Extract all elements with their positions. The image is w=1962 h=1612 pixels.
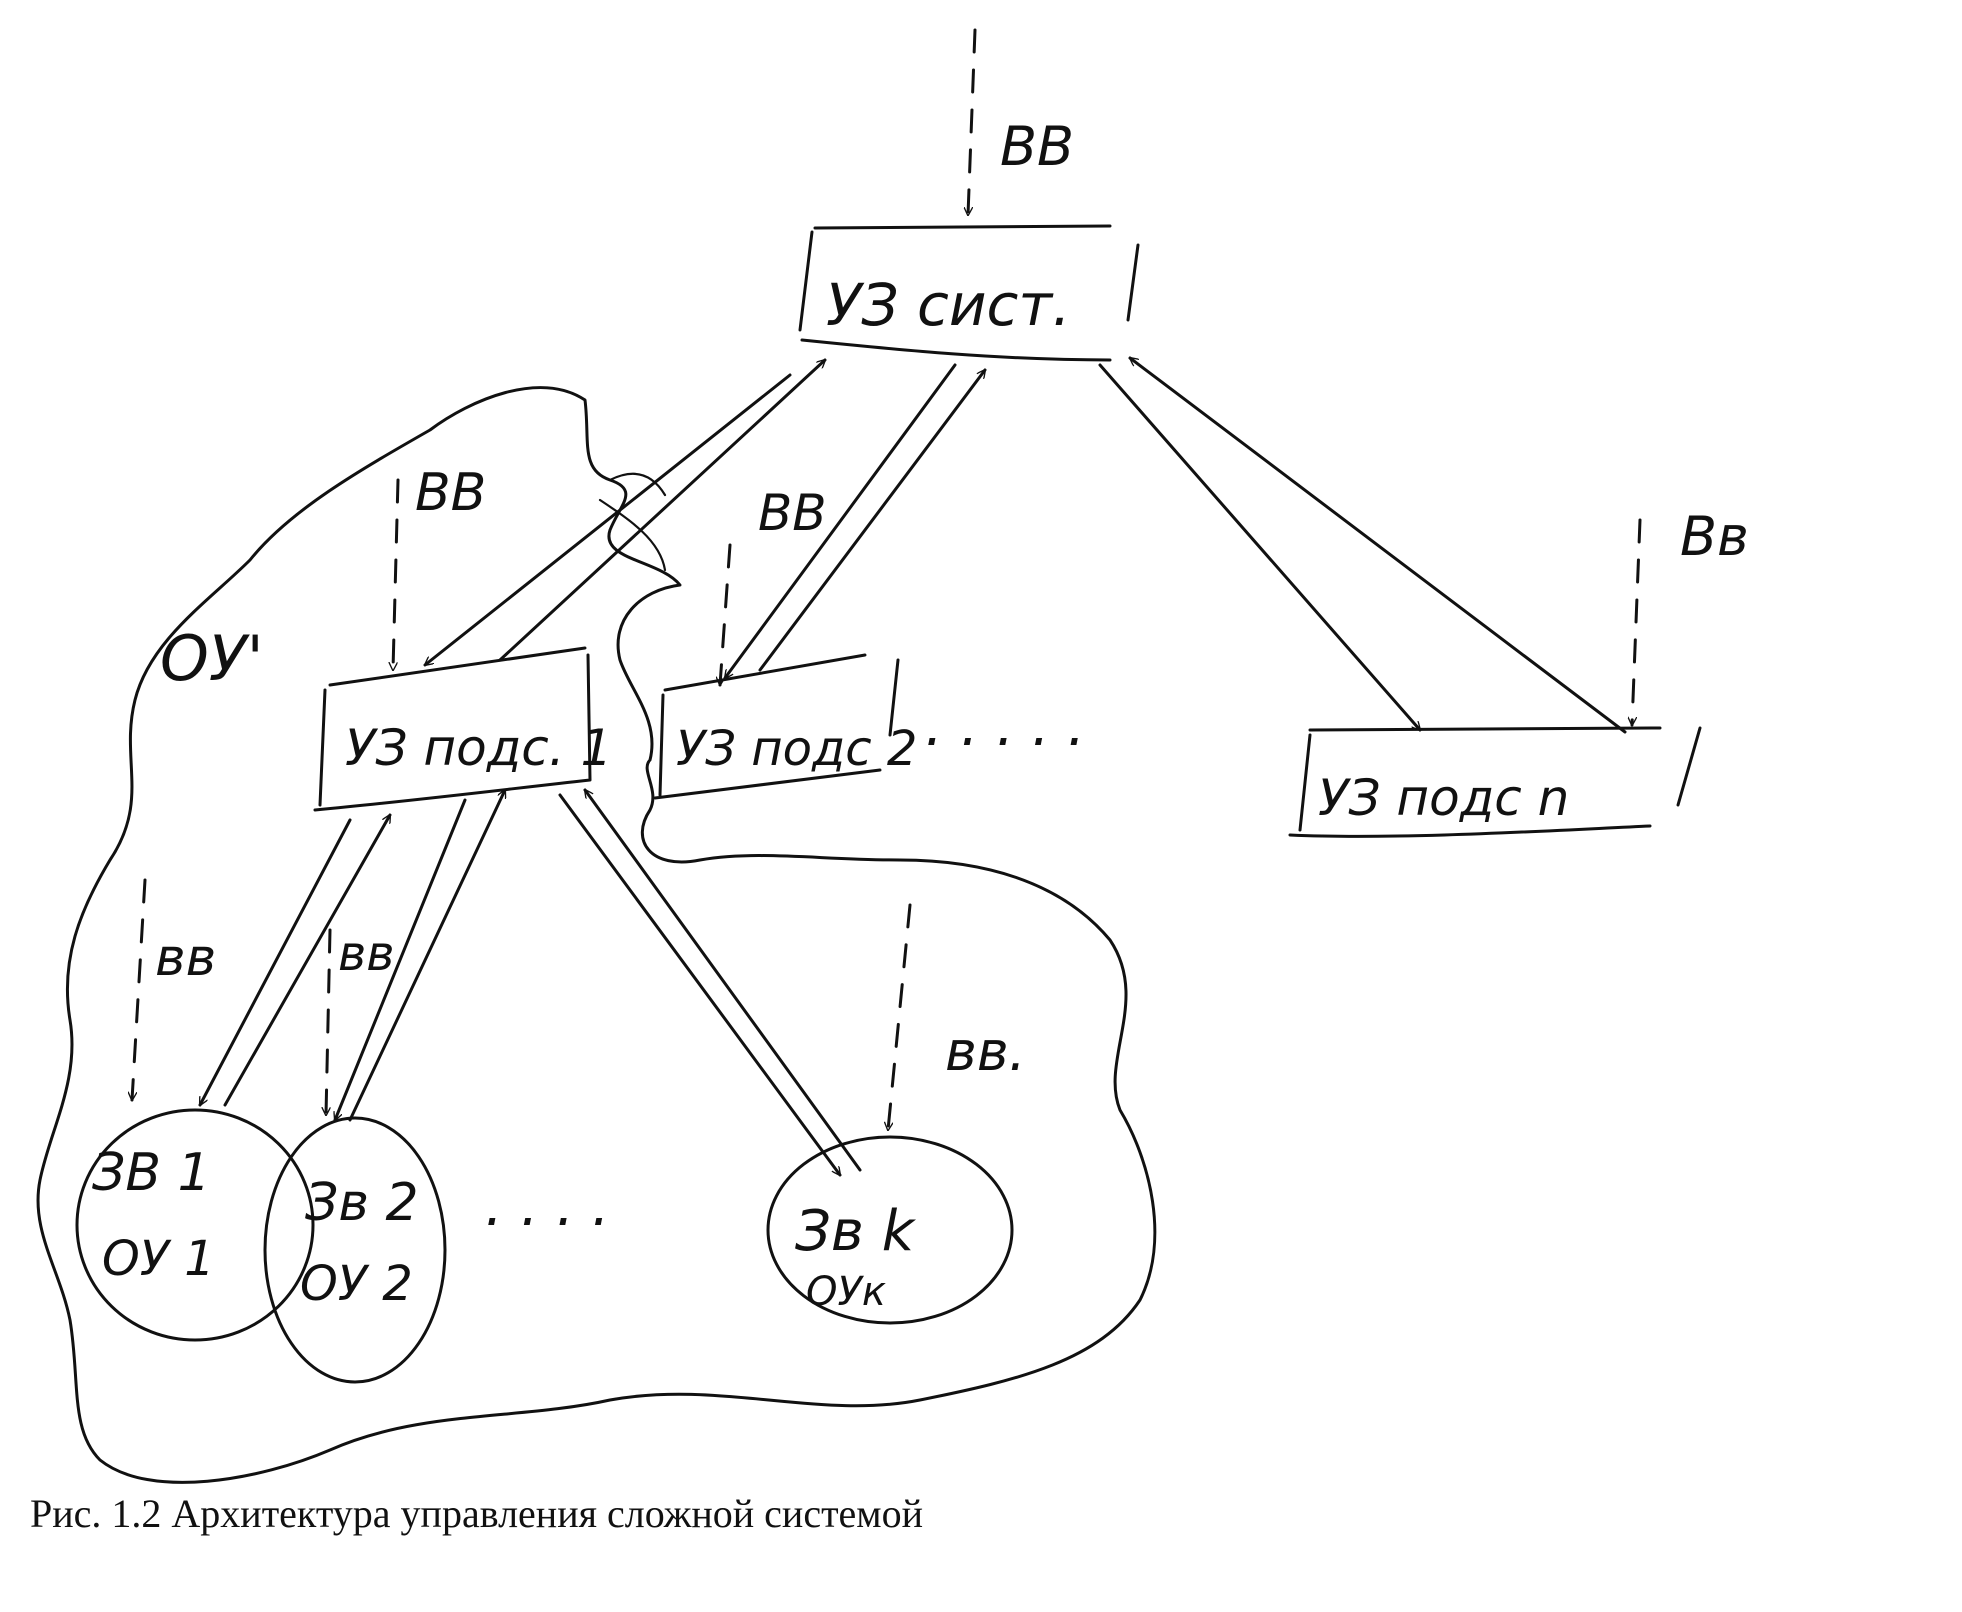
link-element2-to-sub1 <box>348 790 507 1122</box>
element-1-bottom-label: ОУ 1 <box>102 1231 215 1287</box>
link-subn-to-system <box>1130 356 1627 734</box>
subsystem-ellipsis: . . . . . <box>925 694 1085 759</box>
system-input-arrow <box>968 28 977 217</box>
subsystem-2-input-arrow <box>720 543 732 687</box>
link-system-to-sub1 <box>425 373 792 667</box>
subsystem-2-box[interactable] <box>653 653 900 800</box>
subsystem-1-label: УЗ подс. 1 <box>345 719 612 777</box>
element-1-top-label: ЗВ 1 <box>92 1143 211 1203</box>
subsystem-n-input-label: Вв <box>1680 505 1749 568</box>
link-sub2-to-system <box>758 370 987 672</box>
link-sub1-to-system <box>498 360 825 662</box>
element-2-input-label: вв <box>338 926 395 982</box>
subsystem-n-box[interactable] <box>1288 726 1702 838</box>
link-sub1-to-element1 <box>198 818 352 1105</box>
system-input-label: ВВ <box>1000 115 1074 178</box>
subsystem-2-input-label: ВВ <box>758 484 827 542</box>
link-sub1-to-element2 <box>335 798 467 1120</box>
element-1-input-label: вв <box>155 928 216 988</box>
subsystem-1-input-label: ВВ <box>415 463 486 523</box>
element-1-circle[interactable] <box>75 1108 315 1342</box>
subsystem-n-label: УЗ подс n <box>1318 769 1569 827</box>
element-k-input-arrow <box>888 903 912 1132</box>
element-k-input-label: вв. <box>945 1020 1026 1083</box>
link-system-to-subn <box>1098 363 1420 730</box>
element-1-input-arrow <box>132 878 147 1102</box>
object-region-inner-stroke <box>598 472 667 572</box>
element-k-circle[interactable] <box>766 1135 1014 1325</box>
system-node-label: УЗ сист. <box>826 271 1071 339</box>
element-2-circle[interactable] <box>263 1116 447 1384</box>
element-k-bottom-label: ОУк <box>806 1269 886 1315</box>
link-sub1-to-elementk <box>558 793 842 1175</box>
link-elementk-to-sub1 <box>583 790 862 1172</box>
element-2-input-arrow <box>326 928 332 1117</box>
system-node-box[interactable] <box>798 224 1140 362</box>
element-2-bottom-label: ОУ 2 <box>300 1256 413 1312</box>
subsystem-1-input-arrow <box>393 478 400 672</box>
element-ellipsis: . . . . <box>485 1174 610 1239</box>
subsystem-1-box[interactable] <box>313 646 592 812</box>
object-region-outline <box>36 386 1157 1484</box>
object-region-label: ОУ' <box>160 622 264 695</box>
link-system-to-sub2 <box>723 363 957 678</box>
figure-caption: Рис. 1.2 Архитектура управления сложной … <box>30 1491 924 1536</box>
subsystem-2-label: УЗ подс 2 <box>676 721 917 777</box>
element-2-top-label: Зв 2 <box>305 1173 419 1233</box>
subsystem-n-input-arrow <box>1632 518 1642 727</box>
element-k-top-label: Зв k <box>795 1199 917 1264</box>
link-element1-to-sub1 <box>223 815 392 1107</box>
